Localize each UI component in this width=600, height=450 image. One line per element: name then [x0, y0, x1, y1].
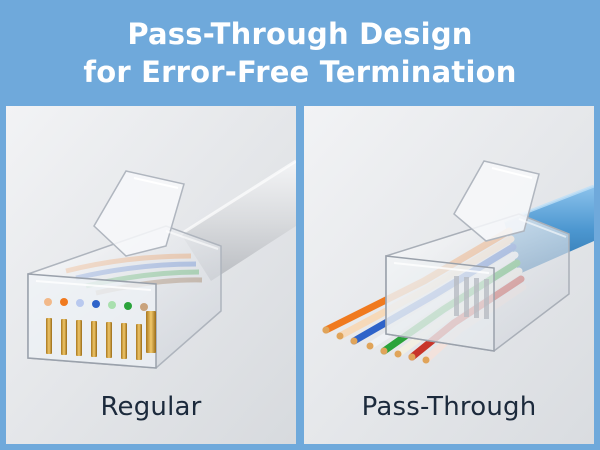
regular-connector-panel: Regular: [6, 106, 296, 444]
header-banner: Pass-Through Design for Error-Free Termi…: [0, 0, 600, 106]
regular-label: Regular: [100, 392, 202, 422]
title-line-2: for Error-Free Termination: [83, 55, 517, 89]
title-line-1: Pass-Through Design: [127, 17, 473, 51]
pass-through-connector-panel: Pass-Through: [304, 106, 594, 444]
regular-connector-image: [6, 106, 296, 444]
pass-through-connector-image: [304, 106, 594, 444]
pass-through-label: Pass-Through: [361, 392, 537, 422]
